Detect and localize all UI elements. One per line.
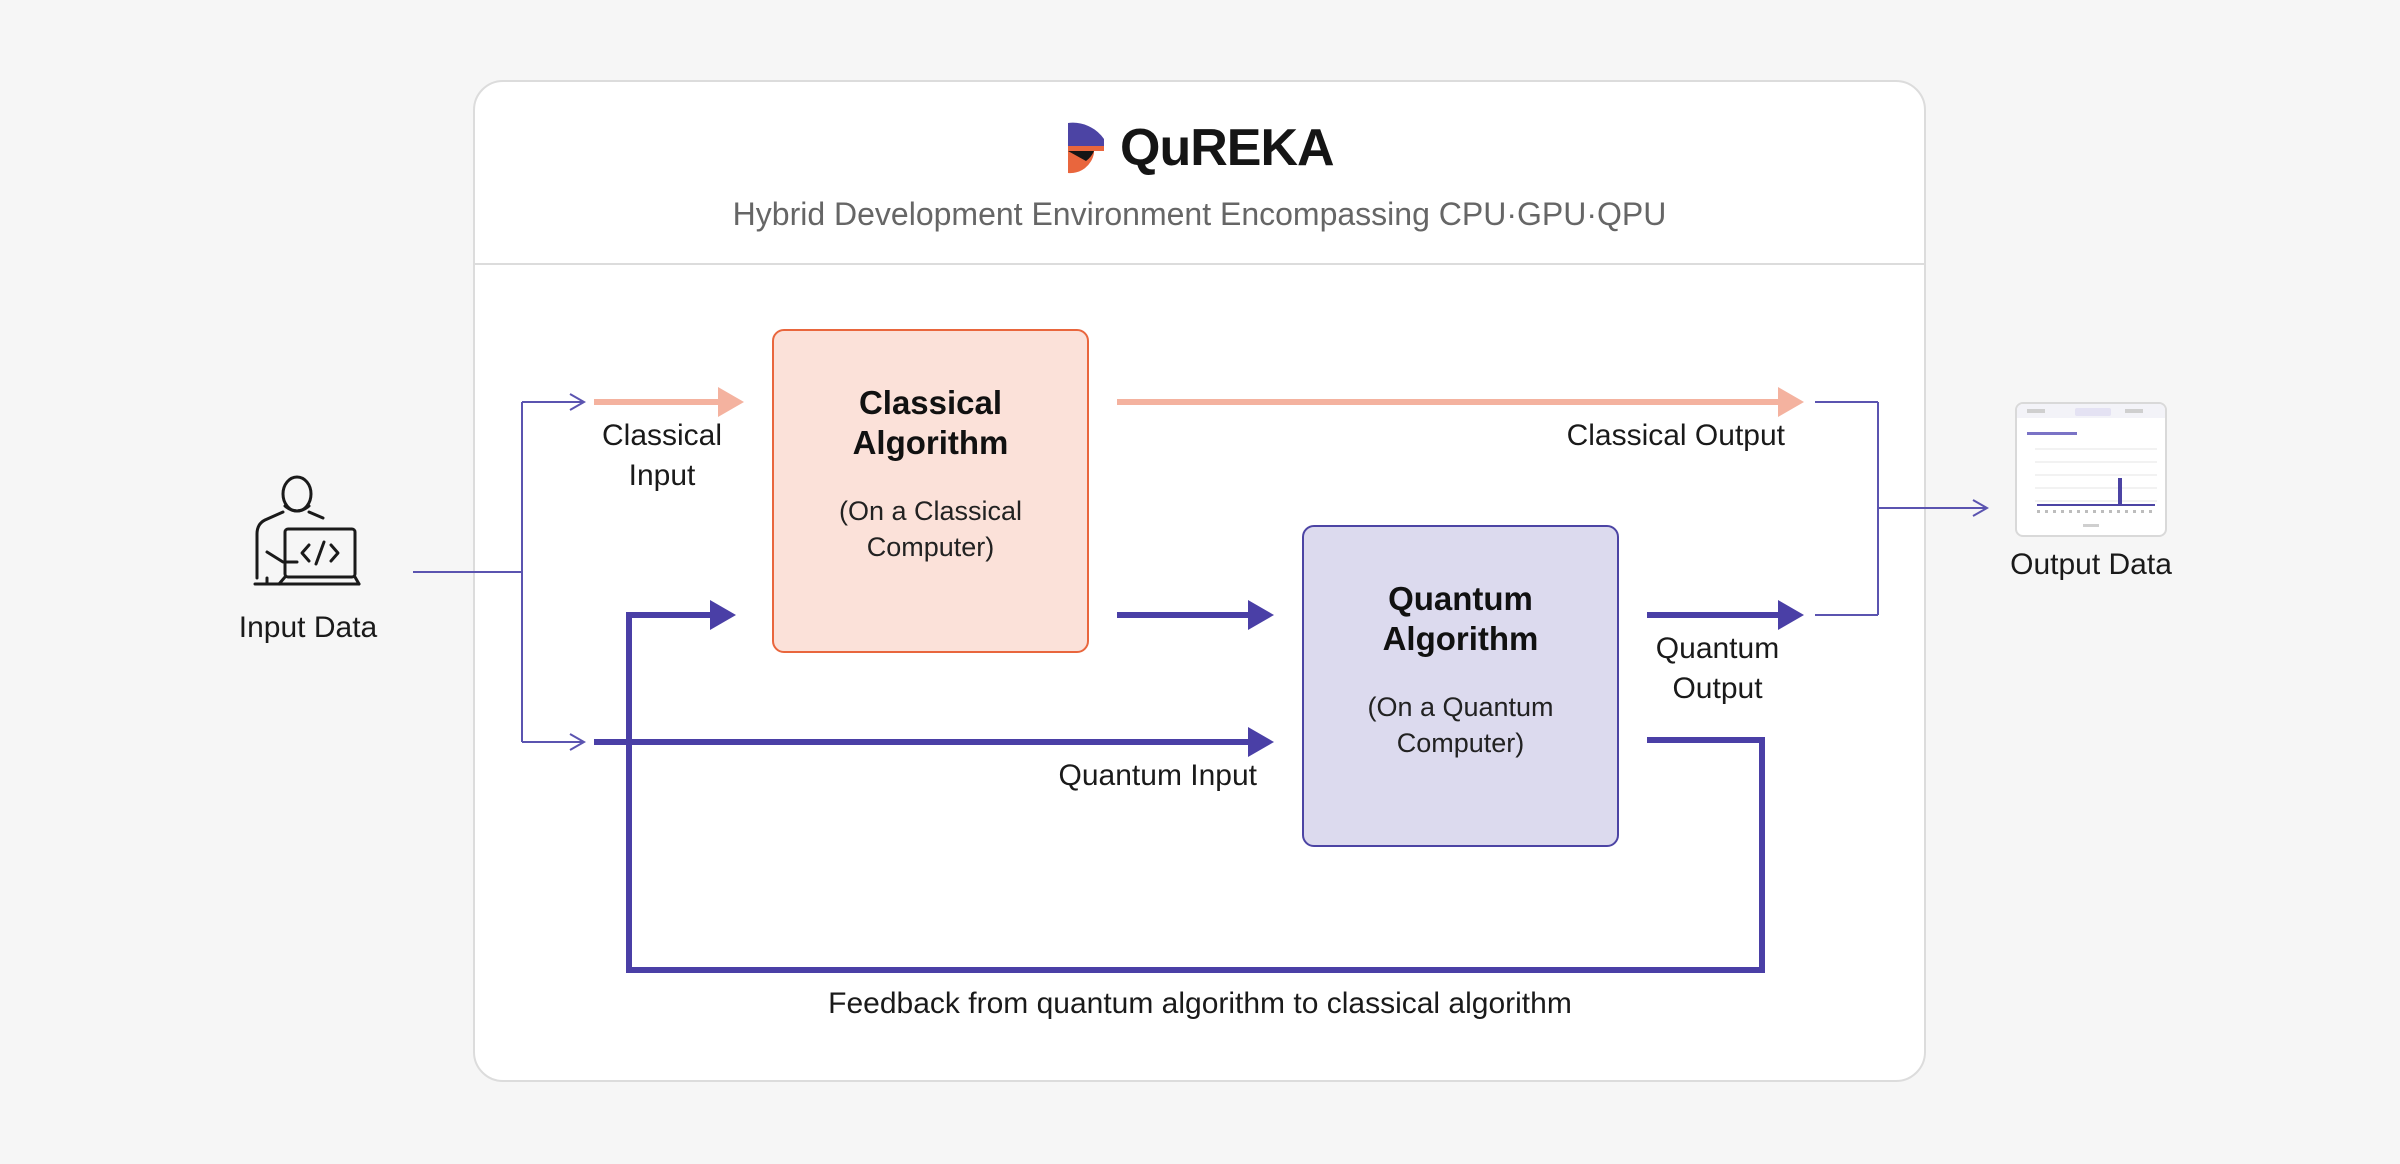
quantum-title-line2: Algorithm: [1382, 620, 1539, 657]
qureka-logo-icon: [1068, 122, 1104, 174]
classical-output-label: Classical Output: [1566, 419, 1785, 452]
classical-to-quantum-arrow: [1117, 600, 1274, 630]
panel-subtitle: Hybrid Development Environment Encompass…: [732, 196, 1667, 232]
header-divider: [475, 263, 1924, 265]
quantum-input-label: Quantum Input: [1058, 759, 1257, 792]
quantum-sub-line1: (On a Quantum: [1367, 692, 1554, 722]
classical-input-line1: Classical: [601, 419, 723, 452]
developer-laptop-icon: [253, 475, 361, 586]
quantum-title-line1: Quantum: [1388, 580, 1533, 617]
classical-title-line1: Classical: [858, 384, 1003, 421]
feedback-loop-arrow: [626, 600, 1765, 973]
classical-input-line2: Input: [628, 459, 696, 492]
classical-sub-line2: Computer): [866, 532, 995, 562]
quantum-input-arrow: [594, 727, 1274, 757]
input-splitter: [413, 402, 584, 742]
output-data-label: Output Data: [2010, 548, 2172, 581]
chart-thumbnail-icon: [2017, 404, 2165, 527]
classical-algorithm-box: Classical Algorithm (On a Classical Comp…: [772, 329, 1089, 653]
feedback-label: Feedback from quantum algorithm to class…: [828, 987, 1572, 1020]
quantum-output-label: Quantum Output: [1640, 629, 1795, 709]
classical-sub-line1: (On a Classical: [838, 496, 1023, 526]
quantum-algorithm-box: Quantum Algorithm (On a Quantum Computer…: [1302, 525, 1619, 847]
classical-output-arrow: [1117, 387, 1804, 417]
quantum-output-line2: Output: [1672, 672, 1763, 705]
logo-text: QuREKA: [1120, 119, 1335, 177]
qureka-logo: QuREKA: [1064, 118, 1335, 178]
quantum-sub-line2: Computer): [1396, 728, 1525, 758]
classical-input-label: Classical Input: [582, 416, 742, 496]
classical-title-line2: Algorithm: [852, 424, 1009, 461]
quantum-output-line1: Quantum: [1655, 632, 1780, 665]
output-chart-thumbnail: [2015, 402, 2167, 537]
quantum-output-arrow: [1647, 600, 1804, 630]
output-merger: [1815, 401, 1987, 616]
input-data-label: Input Data: [238, 611, 378, 644]
hybrid-environment-panel: [473, 80, 1926, 1082]
classical-input-arrow: [594, 387, 744, 417]
